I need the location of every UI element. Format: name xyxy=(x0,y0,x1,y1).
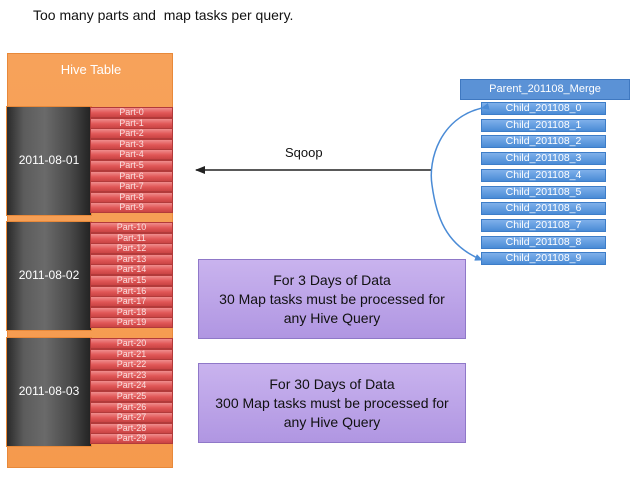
partition-part: Part-4 xyxy=(90,149,173,161)
info-box-3-days-line-1: For 3 Days of Data xyxy=(273,271,391,288)
partition-part: Part-25 xyxy=(90,391,173,402)
partition-part: Part-29 xyxy=(90,433,173,445)
parent-table-box: Parent_201108_Merge xyxy=(460,79,630,100)
partition-part: Part-6 xyxy=(90,170,173,182)
partition-part: Part-1 xyxy=(90,117,173,129)
partition-part: Part-9 xyxy=(90,202,173,214)
partition-part: Part-16 xyxy=(90,285,173,297)
child-table-box: Child_201108_8 xyxy=(481,235,606,249)
partition-part: Part-22 xyxy=(90,359,173,371)
partition-part: Part-19 xyxy=(90,317,173,329)
sqoop-label: Sqoop xyxy=(285,145,323,160)
info-box-3-days-line-3: any Hive Query xyxy=(283,309,381,326)
date-partition-block: 2011-08-01 xyxy=(7,107,91,215)
partition-part: Part-12 xyxy=(90,243,173,255)
partition-part: Part-27 xyxy=(90,412,173,424)
date-partition-block: 2011-08-03 xyxy=(7,338,91,446)
partition-part: Part-23 xyxy=(90,369,173,381)
partition-part: Part-21 xyxy=(90,348,173,360)
info-box-30-days-line-2: 300 Map tasks must be processed for xyxy=(215,394,449,411)
hive-table-label: Hive Table xyxy=(60,62,122,77)
info-box-30-days-line-3: any Hive Query xyxy=(283,413,381,430)
partition-part: Part-17 xyxy=(90,296,173,308)
date-partition-block: 2011-08-02 xyxy=(7,222,91,330)
child-table-box: Child_201108_4 xyxy=(481,168,606,182)
date-partition-label: 2011-08-02 xyxy=(18,268,80,282)
partition-part: Part-8 xyxy=(90,191,173,203)
info-box-30-days-line-1: For 30 Days of Data xyxy=(269,375,395,392)
date-partition-label: 2011-08-01 xyxy=(18,153,80,167)
child-table-box: Child_201108_0 xyxy=(481,102,606,115)
info-box-30-days: For 30 Days of Data 300 Map tasks must b… xyxy=(198,363,466,443)
partition-part: Part-10 xyxy=(90,222,173,233)
partition-part: Part-14 xyxy=(90,264,173,276)
partition-part: Part-26 xyxy=(90,401,173,413)
page-title: Too many parts and map tasks per query. xyxy=(33,7,294,23)
partition-part: Part-28 xyxy=(90,422,173,434)
partition-part: Part-11 xyxy=(90,232,173,244)
partition-part: Part-3 xyxy=(90,138,173,150)
partition-part: Part-5 xyxy=(90,160,173,171)
info-box-3-days-line-2: 30 Map tasks must be processed for xyxy=(219,290,445,307)
partition-part: Part-7 xyxy=(90,181,173,193)
partition-part: Part-15 xyxy=(90,275,173,286)
partition-part: Part-2 xyxy=(90,128,173,140)
info-box-3-days: For 3 Days of Data 30 Map tasks must be … xyxy=(198,259,466,339)
date-partition-label: 2011-08-03 xyxy=(18,384,80,398)
partition-part: Part-20 xyxy=(90,338,173,349)
partition-part: Part-0 xyxy=(90,107,173,118)
partition-part: Part-24 xyxy=(90,380,173,392)
child-table-box: Child_201108_6 xyxy=(481,202,606,216)
partition-part: Part-13 xyxy=(90,253,173,265)
child-bracket-arrow xyxy=(430,102,490,261)
child-table-box: Child_201108_7 xyxy=(481,218,606,232)
partition-part: Part-18 xyxy=(90,306,173,318)
